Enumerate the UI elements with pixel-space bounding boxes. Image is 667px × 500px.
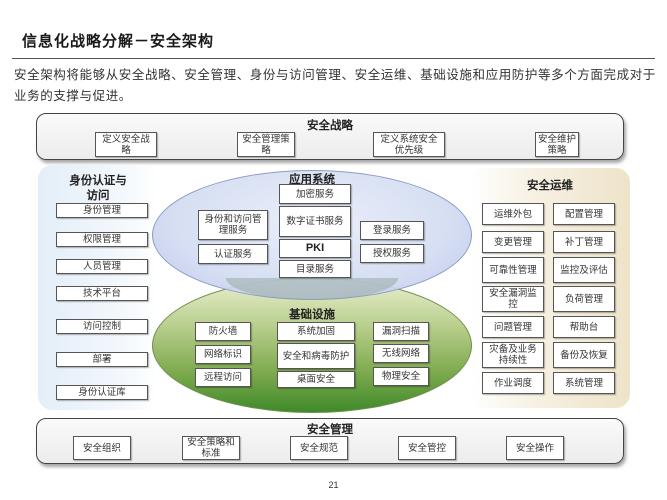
infrastructure-item: 安全和病毒防护 — [277, 343, 355, 369]
title-divider — [12, 58, 655, 59]
identity-item: 身份认证库 — [56, 385, 148, 400]
strategy-title: 安全战略 — [307, 118, 353, 132]
application-item: 授权服务 — [360, 244, 424, 263]
infrastructure-item: 网络标识 — [195, 345, 251, 364]
operations-item: 监控及评估 — [553, 257, 615, 283]
operations-item: 负荷管理 — [553, 286, 615, 312]
application-item-pki: PKI — [279, 239, 351, 258]
application-item: 登录服务 — [360, 221, 424, 240]
operations-item: 补丁管理 — [553, 231, 615, 253]
operations-item: 配置管理 — [553, 203, 615, 225]
page-title: 信息化战略分解－安全架构 — [22, 32, 215, 50]
identity-item: 人员管理 — [56, 259, 148, 274]
operations-item: 帮助台 — [553, 316, 615, 338]
operations-title: 安全运维 — [527, 178, 573, 192]
strategy-item: 安全管理策略 — [237, 132, 295, 157]
strategy-item: 定义安全战略 — [95, 132, 157, 157]
application-item: 数字证书服务 — [279, 206, 351, 237]
identity-title: 身份认证与访问 — [69, 173, 127, 202]
operations-item: 作业调度 — [482, 372, 544, 394]
application-item: 认证服务 — [198, 244, 268, 264]
operations-item: 运维外包 — [482, 203, 544, 225]
application-item: 目录服务 — [279, 260, 351, 278]
application-item: 加密服务 — [279, 184, 351, 204]
operations-item: 系统管理 — [553, 372, 615, 394]
infrastructure-item: 系统加固 — [277, 322, 355, 341]
identity-item: 身份管理 — [56, 203, 148, 218]
infrastructure-item: 桌面安全 — [277, 371, 355, 388]
infrastructure-item: 漏洞扫描 — [373, 322, 429, 341]
management-item: 安全策略和标准 — [182, 436, 240, 460]
identity-item: 访问控制 — [56, 319, 148, 334]
operations-item: 可靠性管理 — [482, 257, 544, 283]
management-item: 安全规范 — [290, 436, 348, 460]
operations-item: 备份及恢复 — [553, 342, 615, 368]
infrastructure-title: 基础设施 — [289, 307, 335, 321]
strategy-item: 安全维护策略 — [535, 132, 579, 157]
infrastructure-item: 无线网络 — [373, 344, 429, 363]
management-item: 安全组织 — [73, 436, 131, 460]
operations-panel: 安全运维 运维外包 变更管理 可靠性管理 安全漏洞监控 问题管理 灾备及业务持续… — [470, 168, 630, 408]
application-item: 身份和访问管理服务 — [198, 210, 268, 240]
operations-item: 安全漏洞监控 — [482, 286, 544, 312]
identity-panel: 身份认证与访问 身份管理 权限管理 人员管理 技术平台 访问控制 部署 身份认证… — [38, 165, 158, 410]
strategy-band: 安全战略 定义安全战略 安全管理策略 定义系统安全优先级 安全维护策略 — [36, 113, 624, 160]
management-item: 安全管控 — [398, 436, 456, 460]
ellipse-overlap — [226, 278, 398, 300]
infrastructure-item: 远程访问 — [195, 368, 251, 387]
infrastructure-item: 防火墙 — [195, 322, 251, 341]
management-title: 安全管理 — [307, 422, 353, 436]
management-band: 安全管理 安全组织 安全策略和标准 安全规范 安全管控 安全操作 — [36, 418, 624, 464]
identity-item: 权限管理 — [56, 232, 148, 247]
application-title: 应用系统 — [289, 172, 335, 186]
management-item: 安全操作 — [506, 436, 564, 460]
page-number: 21 — [328, 480, 339, 490]
intro-text: 安全架构将能够从安全战略、安全管理、身份与访问管理、安全运维、基础设施和应用防护… — [14, 67, 656, 103]
identity-item: 技术平台 — [56, 286, 148, 301]
identity-item: 部署 — [56, 352, 148, 367]
operations-item: 灾备及业务持续性 — [482, 342, 544, 368]
strategy-item: 定义系统安全优先级 — [373, 132, 445, 157]
infrastructure-item: 物理安全 — [373, 367, 429, 386]
operations-item: 变更管理 — [482, 231, 544, 253]
operations-item: 问题管理 — [482, 316, 544, 338]
